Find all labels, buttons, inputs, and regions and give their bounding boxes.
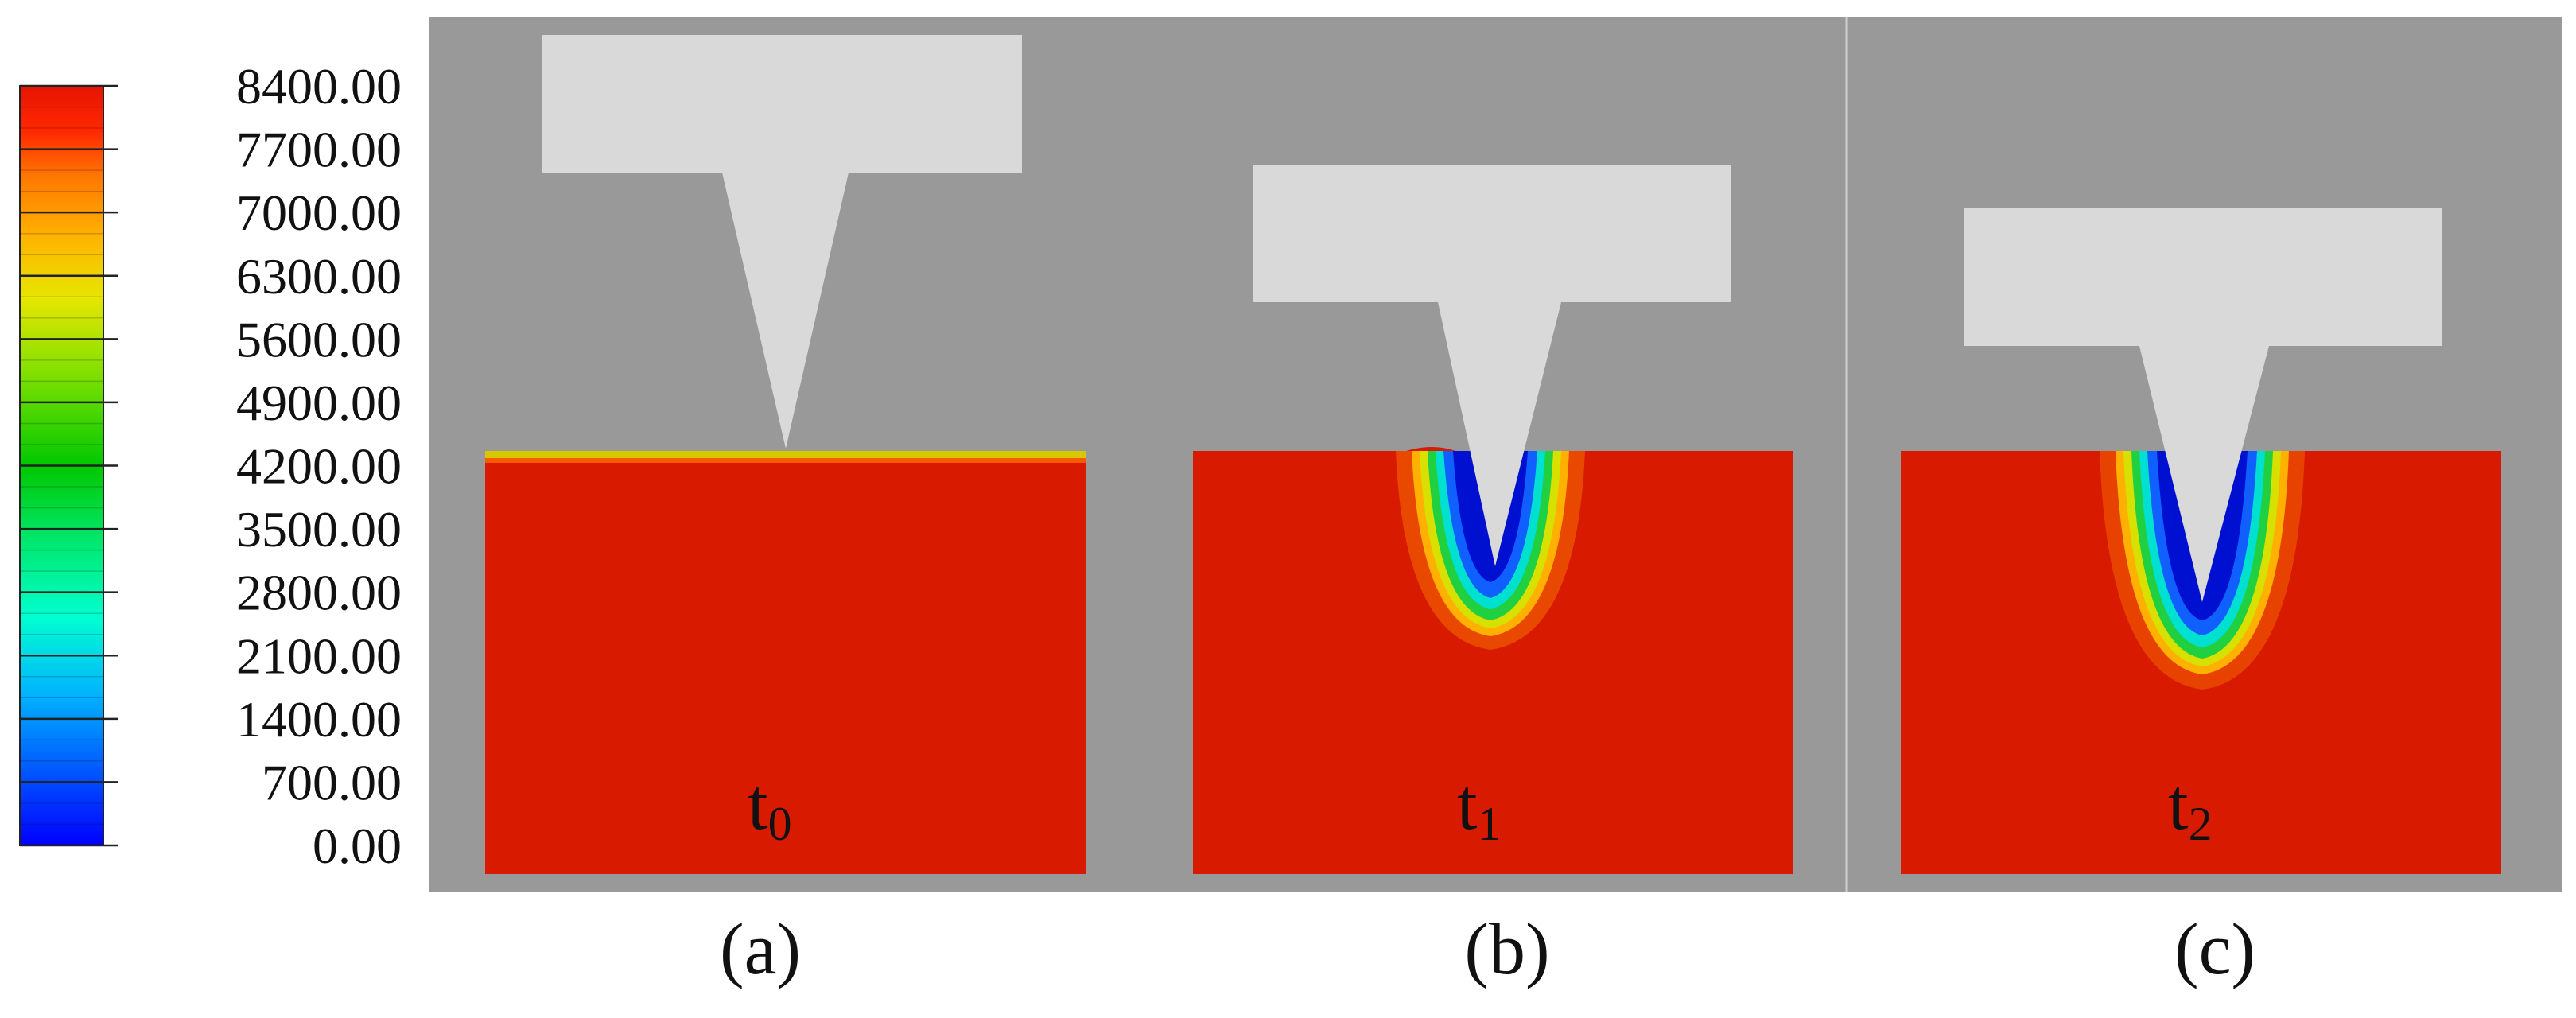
surface-layer-transition xyxy=(485,458,1086,463)
colorbar-tick-label: 6300.00 xyxy=(236,248,402,305)
panel-caption-a: (a) xyxy=(719,908,802,989)
cutting-tool xyxy=(1253,165,1731,566)
colorbar-tick-label: 700.00 xyxy=(262,754,402,810)
surface-bulge xyxy=(1406,447,1455,451)
cutting-tool xyxy=(542,35,1022,449)
colorbar-tick-label: 5600.00 xyxy=(236,311,402,367)
colorbar-tick-label: 4200.00 xyxy=(236,438,402,495)
surface-layer xyxy=(485,451,1086,458)
colorbar-tick-label: 2100.00 xyxy=(236,628,402,684)
panel-b: t1 xyxy=(1193,165,1793,874)
colorbar-legend: 8400.00 7700.00 7000.00 6300.00 5600.00 4900.… xyxy=(19,58,402,874)
workpiece xyxy=(485,451,1086,874)
simulation-figure: t0 t1 t2 xyxy=(429,17,2562,892)
colorbar-tick-label: 4900.00 xyxy=(236,375,402,431)
colorbar-tick-label: 7700.00 xyxy=(236,122,402,178)
colorbar-tick-label: 1400.00 xyxy=(236,691,402,748)
colorbar-tick-label: 7000.00 xyxy=(236,185,402,241)
colorbar-tick-label: 8400.00 xyxy=(236,58,402,115)
colorbar-tick-label: 3500.00 xyxy=(236,501,402,558)
colorbar-tick-label: 2800.00 xyxy=(236,565,402,621)
panel-caption-b: (b) xyxy=(1464,908,1550,989)
time-label: t2 xyxy=(2168,764,2213,850)
time-label: t0 xyxy=(748,764,792,850)
panel-caption-c: (c) xyxy=(2174,908,2256,989)
panel-c: t2 xyxy=(1901,208,2501,874)
colorbar-tick-label: 0.00 xyxy=(313,818,402,874)
cutting-tool xyxy=(1964,208,2442,602)
time-label: t1 xyxy=(1457,764,1502,850)
panel-a: t0 xyxy=(485,35,1086,874)
